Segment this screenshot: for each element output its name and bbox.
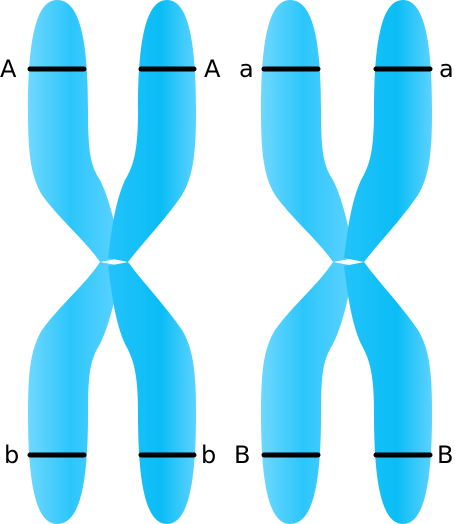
chromosome-left: A A b b	[0, 0, 221, 524]
allele-label-bottom-left: b	[4, 441, 19, 469]
allele-label-top-left: A	[0, 55, 17, 83]
allele-label-top-right: a	[439, 55, 454, 83]
allele-label-bottom-left: B	[234, 441, 250, 469]
allele-label-top-left: a	[239, 55, 254, 83]
chromatid-arm-bottom-right	[108, 262, 196, 524]
chromatid-arm-top-left	[28, 0, 122, 262]
chromatid-arm-top-right	[344, 0, 432, 262]
chromatid-arm-top-right	[108, 0, 196, 262]
chromatid-arm-bottom-left	[28, 262, 122, 524]
allele-label-top-right: A	[204, 55, 221, 83]
allele-label-bottom-right: b	[201, 441, 216, 469]
chromatid-arm-bottom-left	[261, 262, 355, 524]
allele-label-bottom-right: B	[437, 441, 453, 469]
chromatid-arm-top-left	[261, 0, 355, 262]
chromatid-arm-bottom-right	[344, 262, 432, 524]
chromosome-right: a a B B	[234, 0, 454, 524]
